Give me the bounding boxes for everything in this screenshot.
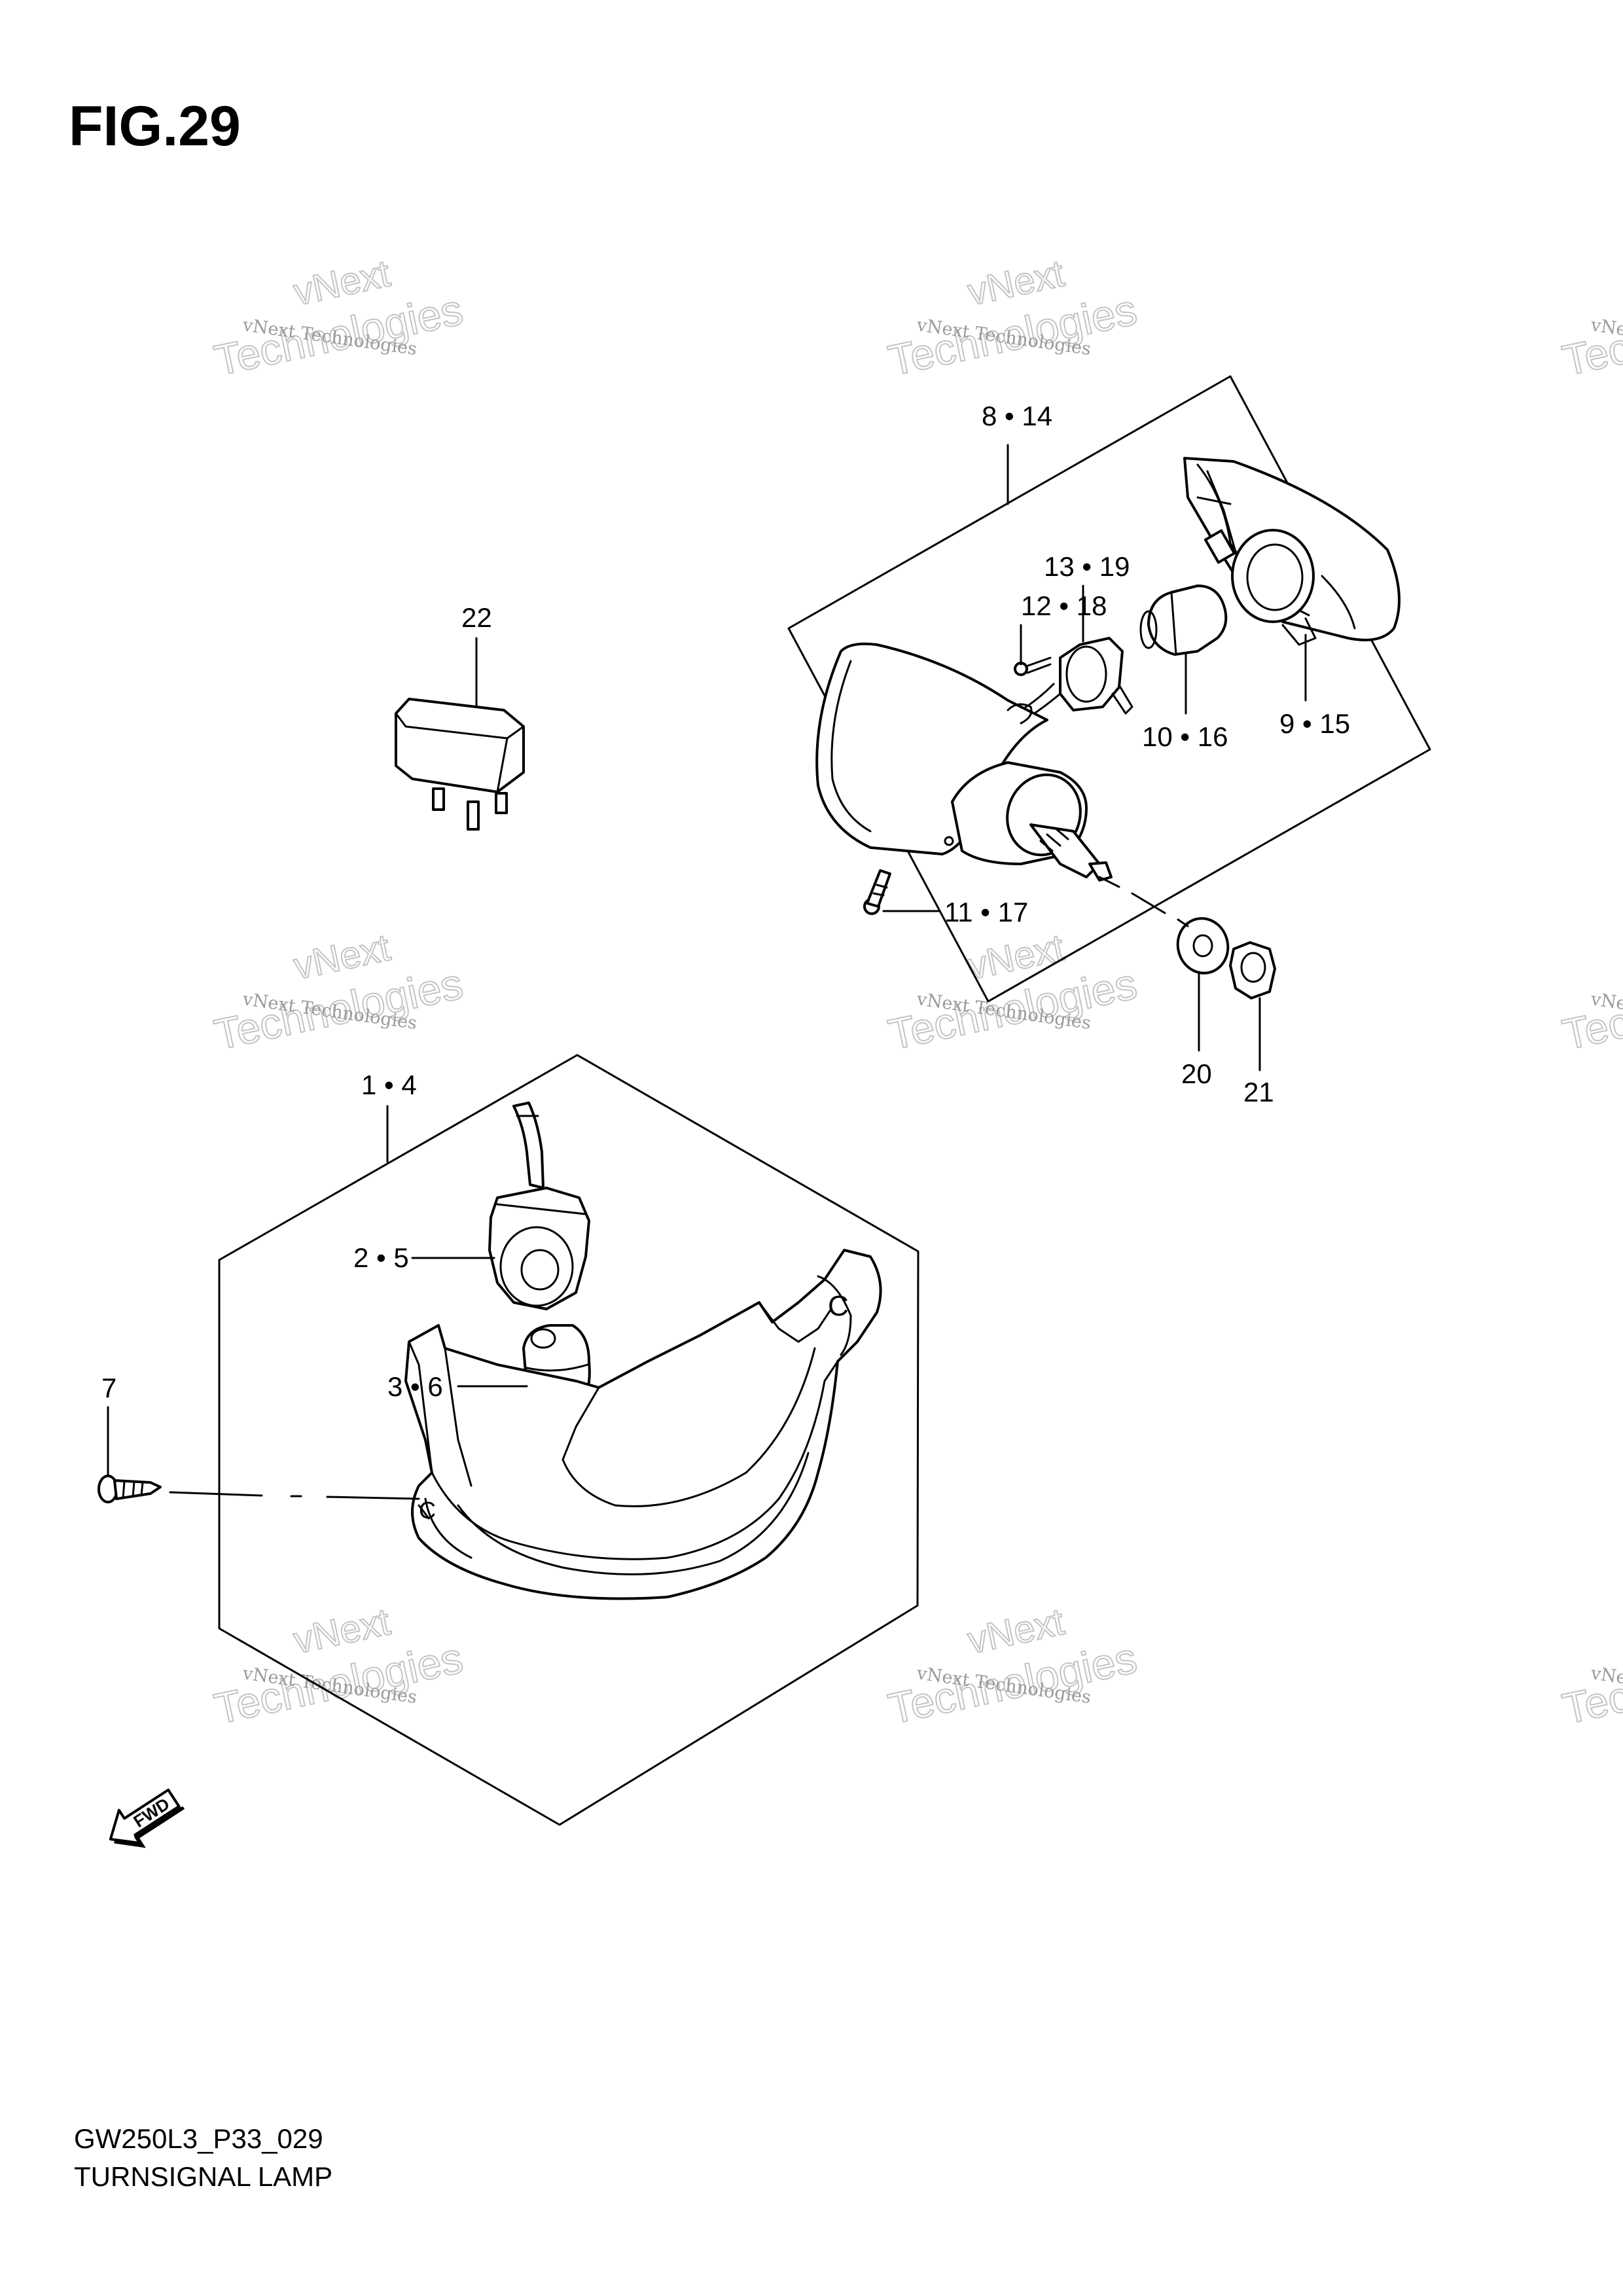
watermark: Technologies vNext Technologies	[1558, 958, 1623, 1059]
callout-13-19: 13 • 19	[1044, 551, 1130, 582]
lens-marking: C	[419, 1497, 436, 1524]
assembly-line	[169, 1491, 420, 1500]
callout-2-5: 2 • 5	[353, 1242, 409, 1273]
diagram-name: TURNSIGNAL LAMP	[74, 2161, 332, 2192]
rear-bulb-part	[1139, 584, 1228, 656]
callout-21: 21	[1243, 1077, 1274, 1107]
callout-8-14: 8 • 14	[982, 401, 1052, 431]
assembly-box-front-lamp	[218, 1054, 919, 1826]
watermark: Technologies vNext vNext Technologies	[883, 1600, 1141, 1734]
nut-part	[1229, 941, 1276, 999]
washer-part	[1176, 917, 1230, 975]
callout-9-15: 9 • 15	[1279, 708, 1350, 739]
watermark: Technologies vNext vNext Technologies	[209, 1600, 467, 1734]
watermark: Technologies vNext Technologies	[1558, 1632, 1623, 1733]
rear-lamp-housing-part	[1183, 457, 1400, 646]
callout-7: 7	[101, 1372, 116, 1403]
callout-10-16: 10 • 16	[1142, 721, 1228, 752]
callout-20: 20	[1181, 1058, 1212, 1089]
callout-labels: 8 • 14 13 • 19 12 • 18 10 • 16 9 • 15 11…	[101, 401, 1350, 1403]
figure-title: FIG.29	[69, 95, 241, 158]
callout-22: 22	[461, 602, 492, 633]
rear-lamp-body-part	[815, 642, 1113, 882]
rear-socket-part	[1020, 637, 1133, 721]
assembly-box-rear-lamp	[787, 375, 1431, 1003]
rear-mounting-screw-part	[863, 869, 891, 915]
watermark: Technologies vNext vNext Technologies	[883, 925, 1141, 1060]
callout-3-6: 3 • 6	[387, 1371, 443, 1402]
front-lamp-lens-part: C C	[404, 1249, 882, 1600]
watermark: Technologies vNext vNext Technologies	[209, 925, 467, 1060]
watermark: Technologies vNext vNext Technologies	[883, 251, 1141, 386]
callout-12-18: 12 • 18	[1021, 590, 1107, 621]
callout-1-4: 1 • 4	[361, 1069, 417, 1100]
relay-part	[395, 698, 525, 831]
watermark: Technologies vNext vNext Technologies	[209, 251, 467, 386]
front-screw-part	[98, 1475, 162, 1503]
assembly-line	[1098, 876, 1189, 927]
diagram-code: GW250L3_P33_029	[74, 2123, 323, 2154]
callout-11-17: 11 • 17	[944, 897, 1028, 927]
front-socket-part	[488, 1102, 590, 1310]
watermark: Technologies vNext Technologies	[1558, 284, 1623, 385]
fwd-arrow-icon: FWD	[109, 1788, 185, 1848]
lens-marking: C	[828, 1290, 849, 1322]
